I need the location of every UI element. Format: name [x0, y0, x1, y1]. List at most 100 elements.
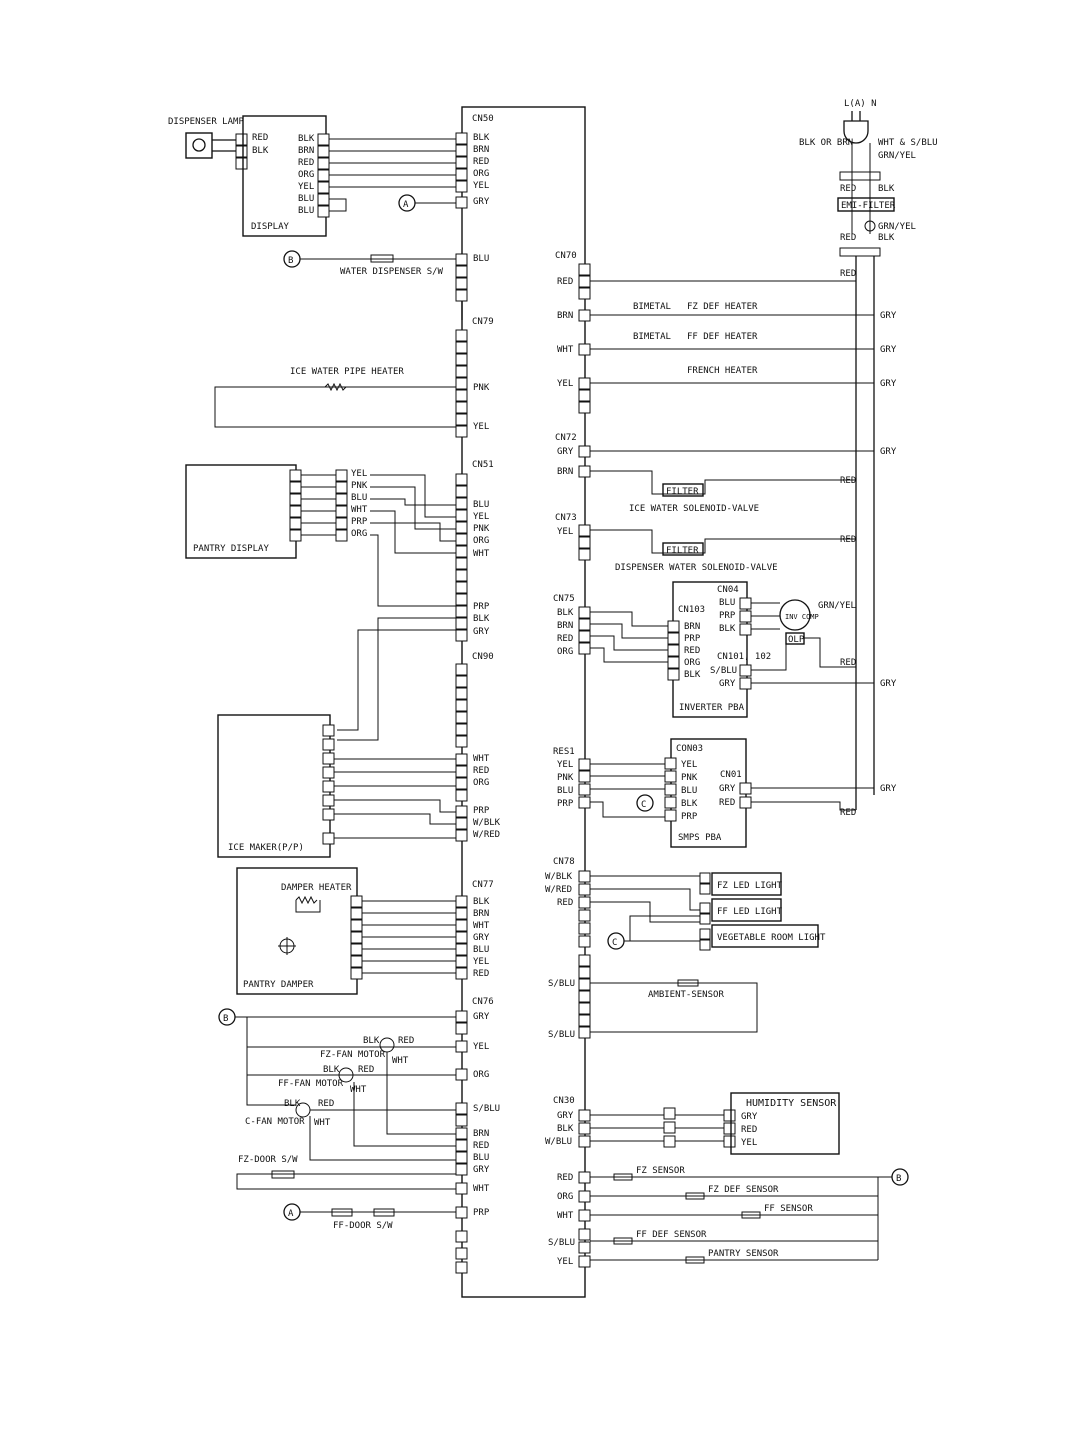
cn75-connector	[578, 606, 591, 655]
con03-pin: BLK	[681, 799, 698, 809]
pantry-damper-label: PANTRY DAMPER	[243, 980, 314, 990]
heater-zigzag	[324, 382, 347, 392]
marker-c	[636, 794, 654, 812]
cn70-pin: BRN	[557, 311, 573, 321]
cn51-label: CN51	[472, 460, 494, 470]
cn78-pin: RED	[557, 898, 573, 908]
cn51-pin: BLK	[473, 614, 490, 624]
cn30-pin: W/BLU	[545, 1137, 572, 1147]
cn51-pin: BLU	[473, 500, 489, 510]
cn01-pin: RED	[719, 798, 735, 808]
cn30-pin: BLK	[557, 1124, 574, 1134]
cn103-connector	[667, 620, 680, 681]
wire-red-label: RED	[840, 476, 856, 486]
cn51-pin: YEL	[473, 512, 489, 522]
cn78-label: CN78	[553, 857, 575, 867]
cn76-pin: BLU	[473, 1153, 489, 1163]
cn103-pin: PRP	[684, 634, 701, 644]
inverter-compressor-icon	[779, 599, 811, 631]
cn90-pin: W/RED	[473, 830, 500, 840]
water-dispenser-sw-label: WATER DISPENSER S/W	[340, 267, 444, 277]
marker-b-label: B	[896, 1174, 901, 1184]
cn77-pin: RED	[473, 969, 489, 979]
sensor-pin: ORG	[557, 1192, 573, 1202]
power-label: GRN/YEL	[878, 151, 916, 161]
cn76-connector	[455, 1010, 468, 1274]
cn103-label: CN103	[678, 605, 705, 615]
ice-water-valve-label: ICE WATER SOLENOID-VALVE	[629, 504, 759, 514]
marker-c-2	[607, 932, 625, 950]
ice-water-pipe-heater-label: ICE WATER PIPE HEATER	[290, 367, 404, 377]
ambient-sensor-label: AMBIENT-SENSOR	[648, 990, 724, 1000]
con03-pin: YEL	[681, 760, 697, 770]
ice-water-pipe-heater-wire	[214, 386, 456, 428]
cn70-pin: YEL	[557, 379, 573, 389]
fan-wire-label: WHT	[350, 1085, 367, 1095]
con03-pin: PNK	[681, 773, 698, 783]
wire-gry-label: GRY	[880, 447, 897, 457]
res1-connector	[578, 758, 591, 809]
cn50-label: CN50	[472, 114, 494, 124]
pantry-display-label: PANTRY DISPLAY	[193, 544, 269, 554]
marker-a-label: A	[288, 1209, 294, 1219]
ambient-connector	[578, 954, 591, 1039]
cn70-connector	[578, 263, 591, 414]
cn01-label: CN01	[720, 770, 742, 780]
ff-sensor-label: FF SENSOR	[764, 1204, 813, 1214]
cn30-pin: GRY	[557, 1111, 574, 1121]
cn75-pin: ORG	[557, 647, 573, 657]
humidity-sensor-label: HUMIDITY SENSOR	[746, 1098, 837, 1109]
marker-b-label: B	[288, 256, 293, 266]
fan-wire-label: WHT	[314, 1118, 331, 1128]
res1-pin: PRP	[557, 799, 574, 809]
cn51-pin: GRY	[473, 627, 490, 637]
power-label: RED	[840, 233, 856, 243]
cn72-label: CN72	[555, 433, 577, 443]
cn04-connector	[739, 597, 752, 636]
cn76-pin: ORG	[473, 1070, 489, 1080]
cn76-pin: S/BLU	[473, 1104, 500, 1114]
cn75-pin: RED	[557, 634, 573, 644]
inverter-red-label: RED	[840, 658, 856, 668]
fz-sensor-label: FZ SENSOR	[636, 1166, 685, 1176]
cn04-pin: PRP	[719, 611, 736, 621]
wire-red-label: RED	[840, 269, 856, 279]
display-out-label: ORG	[298, 170, 314, 180]
pantry-wire-label: ORG	[351, 529, 367, 539]
emi-filter-box	[837, 197, 895, 212]
display-in-blk: BLK	[252, 146, 269, 156]
cn30-label: CN30	[553, 1096, 575, 1106]
fz-fan-motor-label: FZ-FAN MOTOR	[320, 1050, 386, 1060]
humidity-pin: YEL	[741, 1138, 757, 1148]
ff-def-sensor-label: FF DEF SENSOR	[636, 1230, 707, 1240]
cn101-pin: GRY	[719, 679, 736, 689]
marker-c-label: C	[641, 800, 646, 810]
cn76-pin: BRN	[473, 1129, 489, 1139]
cn77-pin: YEL	[473, 957, 489, 967]
fan-wire-label: RED	[318, 1099, 334, 1109]
cn90-pin: WHT	[473, 754, 490, 764]
ice-maker-label: ICE MAKER(P/P)	[228, 843, 304, 853]
ambient-sensor-element	[677, 979, 699, 987]
cn70-pin: RED	[557, 277, 573, 287]
cn30-connector	[578, 1109, 591, 1148]
pantry-wire-label: PRP	[351, 517, 368, 527]
cn50-pin: YEL	[473, 181, 489, 191]
wire-gry-label: GRY	[880, 679, 897, 689]
pantry-wire-label: PNK	[351, 481, 368, 491]
power-plug-label: L(A) N	[844, 99, 877, 109]
ff-door-sw-label: FF-DOOR S/W	[333, 1221, 393, 1231]
fan-wire-label: RED	[398, 1036, 414, 1046]
cn-blu-connector	[455, 253, 468, 302]
bimetal-label: BIMETAL	[633, 302, 671, 312]
cn78-pin: W/RED	[545, 885, 572, 895]
pantry-wire-label: BLU	[351, 493, 367, 503]
display-out-label: BLK	[298, 134, 315, 144]
fz-def-sensor-element	[685, 1192, 705, 1200]
lamp-icon	[192, 138, 206, 152]
wire-red-label: RED	[840, 808, 856, 818]
light-connectors	[699, 872, 711, 951]
power-plug-icon	[843, 111, 869, 144]
cn76-pin: RED	[473, 1141, 489, 1151]
